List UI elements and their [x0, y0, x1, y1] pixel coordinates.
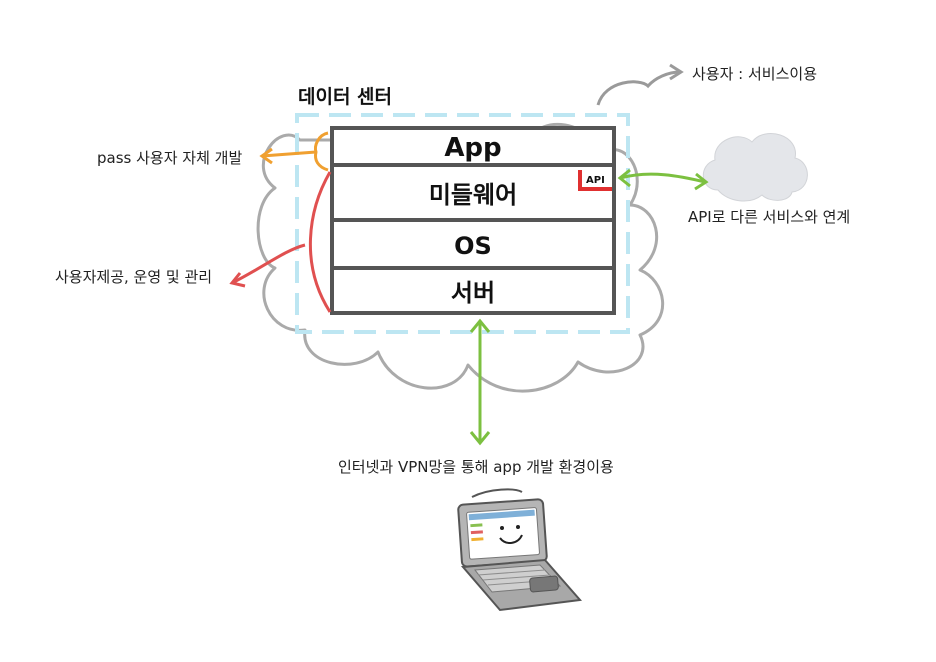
internet-note: 인터넷과 VPN망을 통해 app 개발 환경이용 — [338, 458, 614, 476]
datacenter-title: 데이터 센터 — [298, 86, 392, 108]
provider-ops-note: 사용자제공, 운영 및 관리 — [55, 268, 212, 286]
cloud-outline — [256, 123, 665, 393]
internet-arrow — [469, 318, 491, 446]
user-service-arrow — [596, 63, 684, 106]
layer-os — [330, 218, 616, 270]
layer-middleware-label: 미들웨어 — [429, 181, 517, 209]
provider-ops-arrow — [229, 171, 332, 313]
layer-stack: App 미들웨어 OS 서버 — [330, 126, 616, 315]
layer-server — [330, 266, 616, 315]
api-badge: API — [578, 170, 612, 191]
paas-dev-note: pass 사용자 자체 개발 — [97, 149, 242, 167]
layer-server-label: 서버 — [451, 279, 495, 307]
laptop-icon — [457, 488, 582, 612]
paas-dev-arrow — [259, 131, 329, 172]
layer-os-label: OS — [454, 232, 492, 260]
api-link-arrow — [617, 168, 709, 191]
datacenter-border — [295, 113, 630, 334]
user-service-note: 사용자 : 서비스이용 — [692, 65, 817, 83]
remote-cloud-icon — [702, 133, 808, 202]
layer-app — [330, 126, 616, 167]
api-link-note: API로 다른 서비스와 연계 — [688, 208, 850, 226]
layer-app-label: App — [444, 133, 501, 163]
svg-text:API: API — [586, 175, 605, 186]
